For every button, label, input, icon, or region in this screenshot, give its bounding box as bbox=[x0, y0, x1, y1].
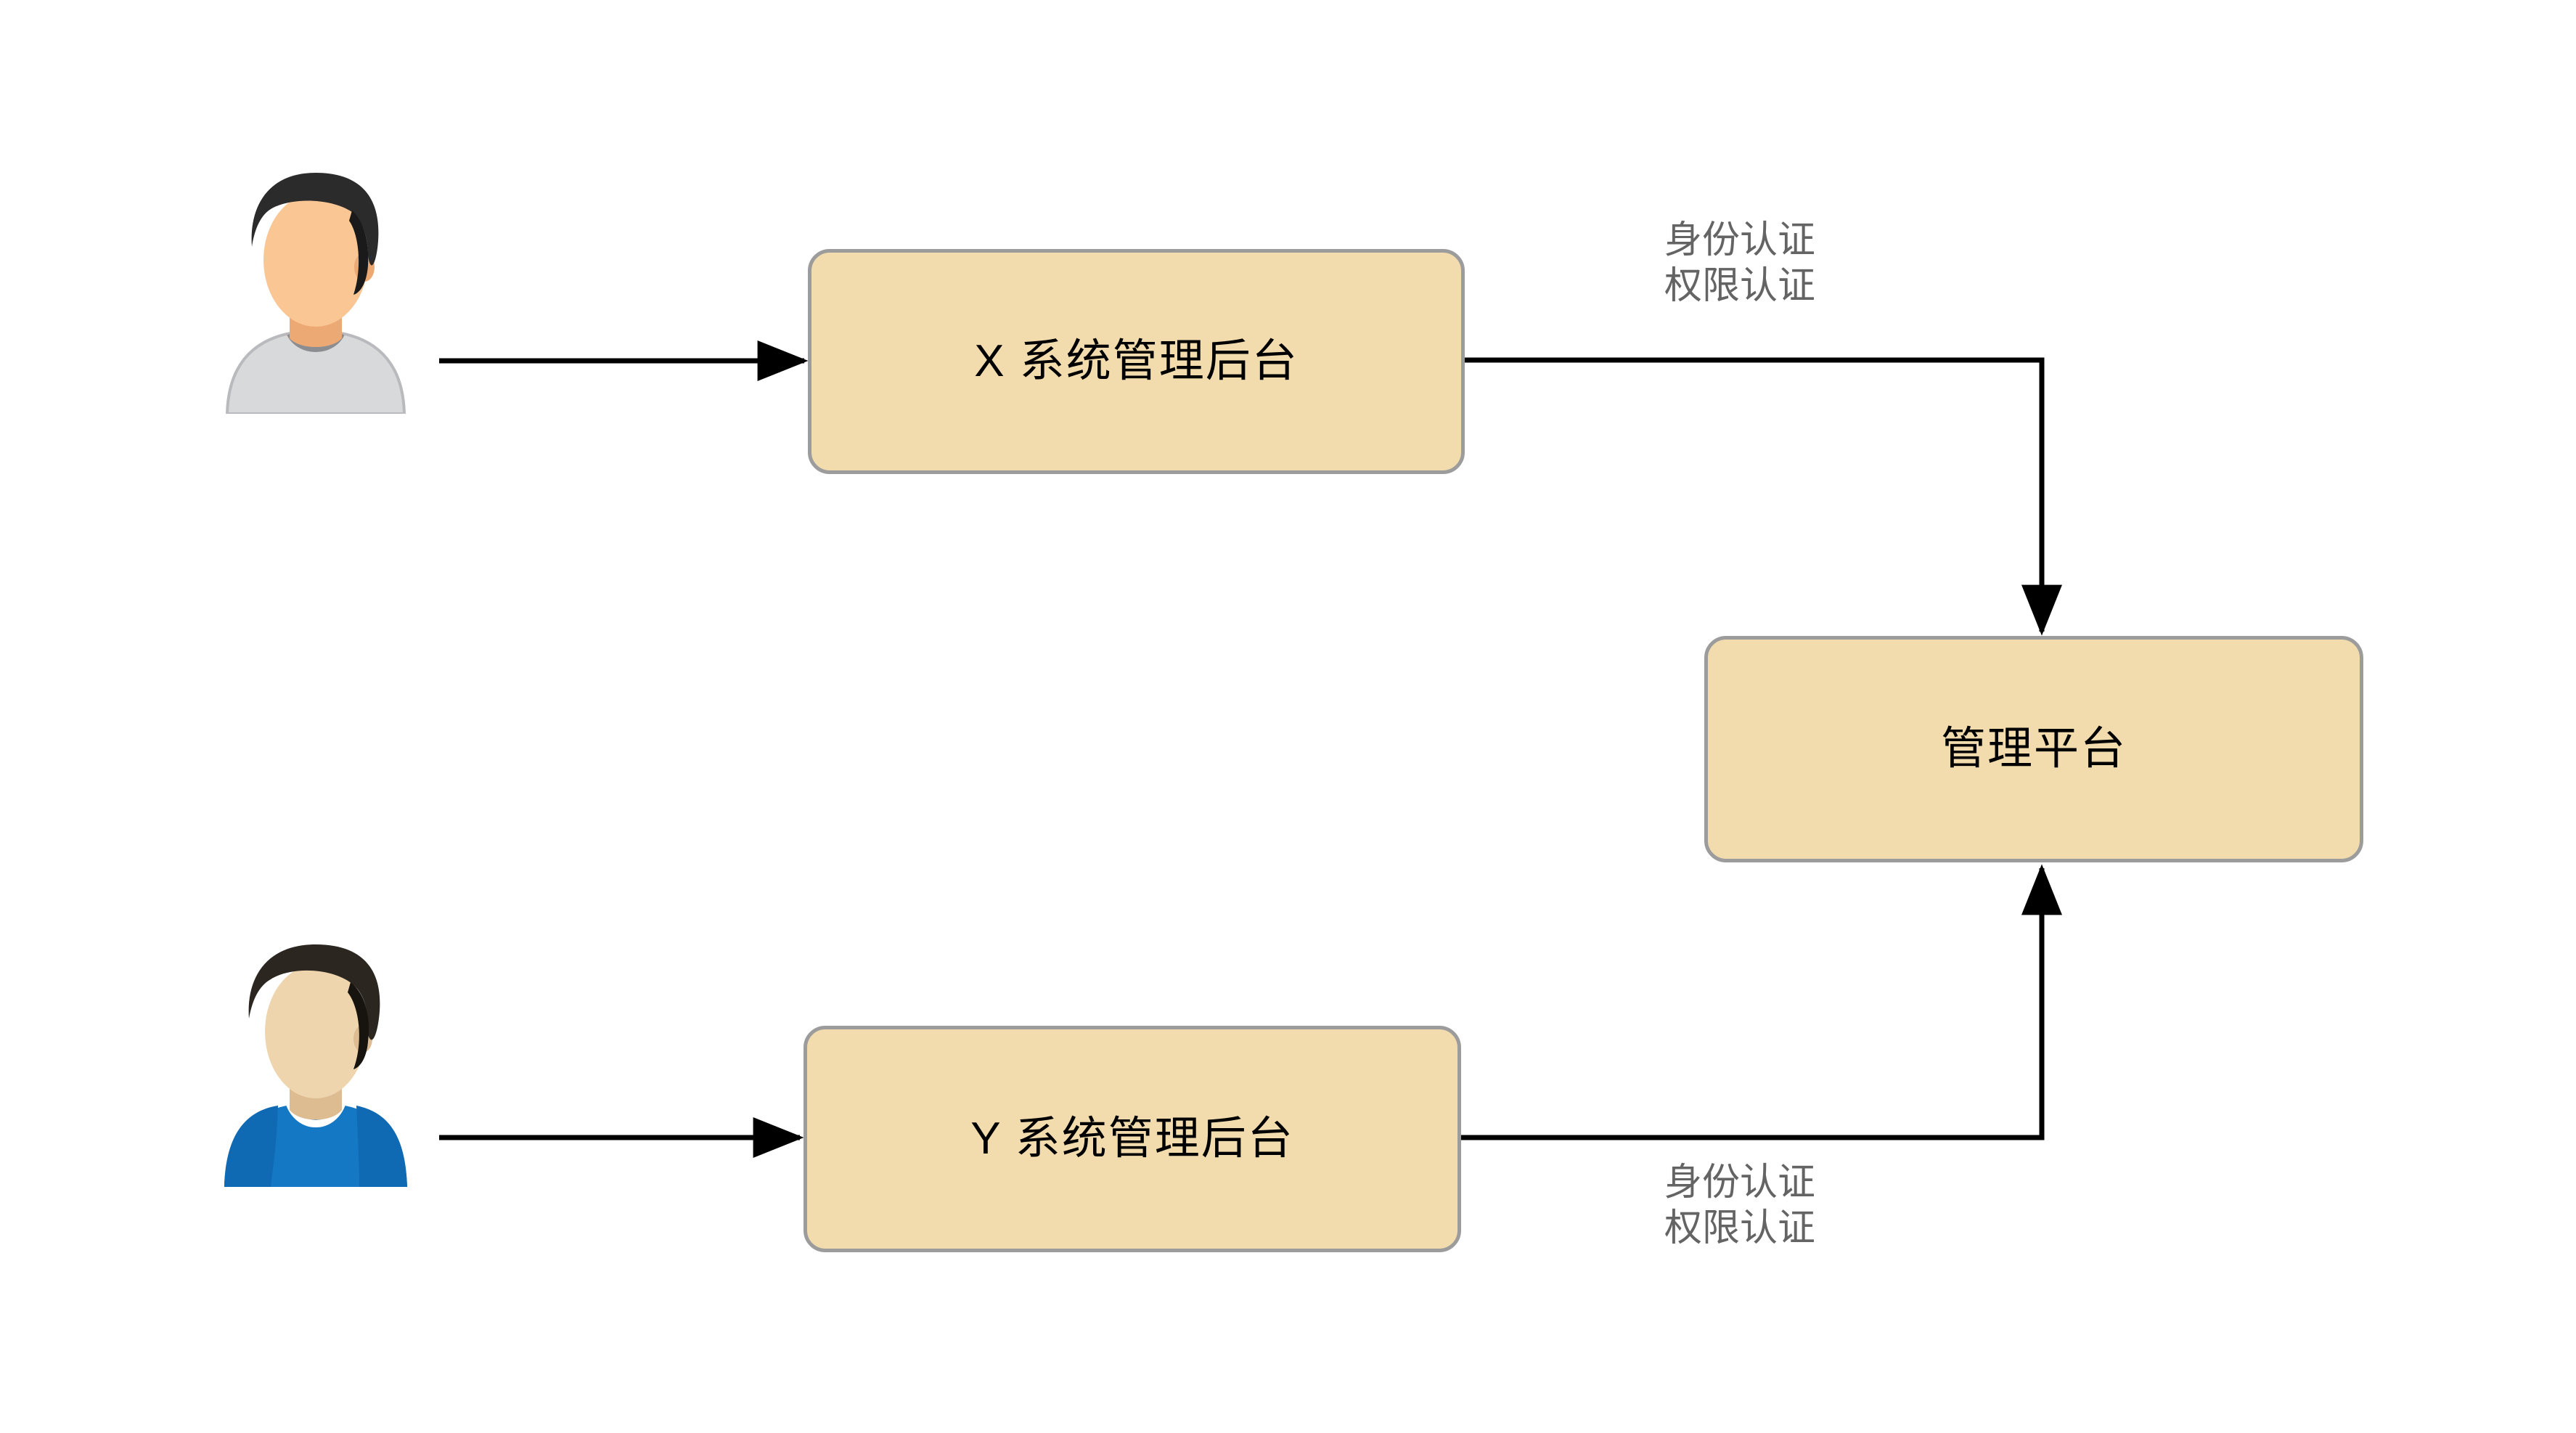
user-avatar-gray-icon bbox=[225, 173, 406, 414]
y-system-admin-box[interactable]: Y 系统管理后台 bbox=[804, 1026, 1461, 1252]
edge-y-to-platform bbox=[1461, 864, 2062, 1140]
management-platform-box[interactable]: 管理平台 bbox=[1704, 636, 2363, 862]
user-avatar-blue-icon bbox=[224, 944, 407, 1187]
x-system-admin-box[interactable]: X 系统管理后台 bbox=[808, 249, 1465, 474]
management-platform-label: 管理平台 bbox=[1940, 723, 2127, 774]
y-system-admin-label: Y 系统管理后台 bbox=[970, 1113, 1294, 1164]
x-system-admin-label: X 系统管理后台 bbox=[974, 335, 1299, 386]
edge-label-bottom-auth: 身份认证 权限认证 bbox=[1664, 1161, 1816, 1250]
edge-label-top-auth: 身份认证 权限认证 bbox=[1664, 219, 1816, 308]
edge-x-to-platform bbox=[1465, 357, 2062, 636]
